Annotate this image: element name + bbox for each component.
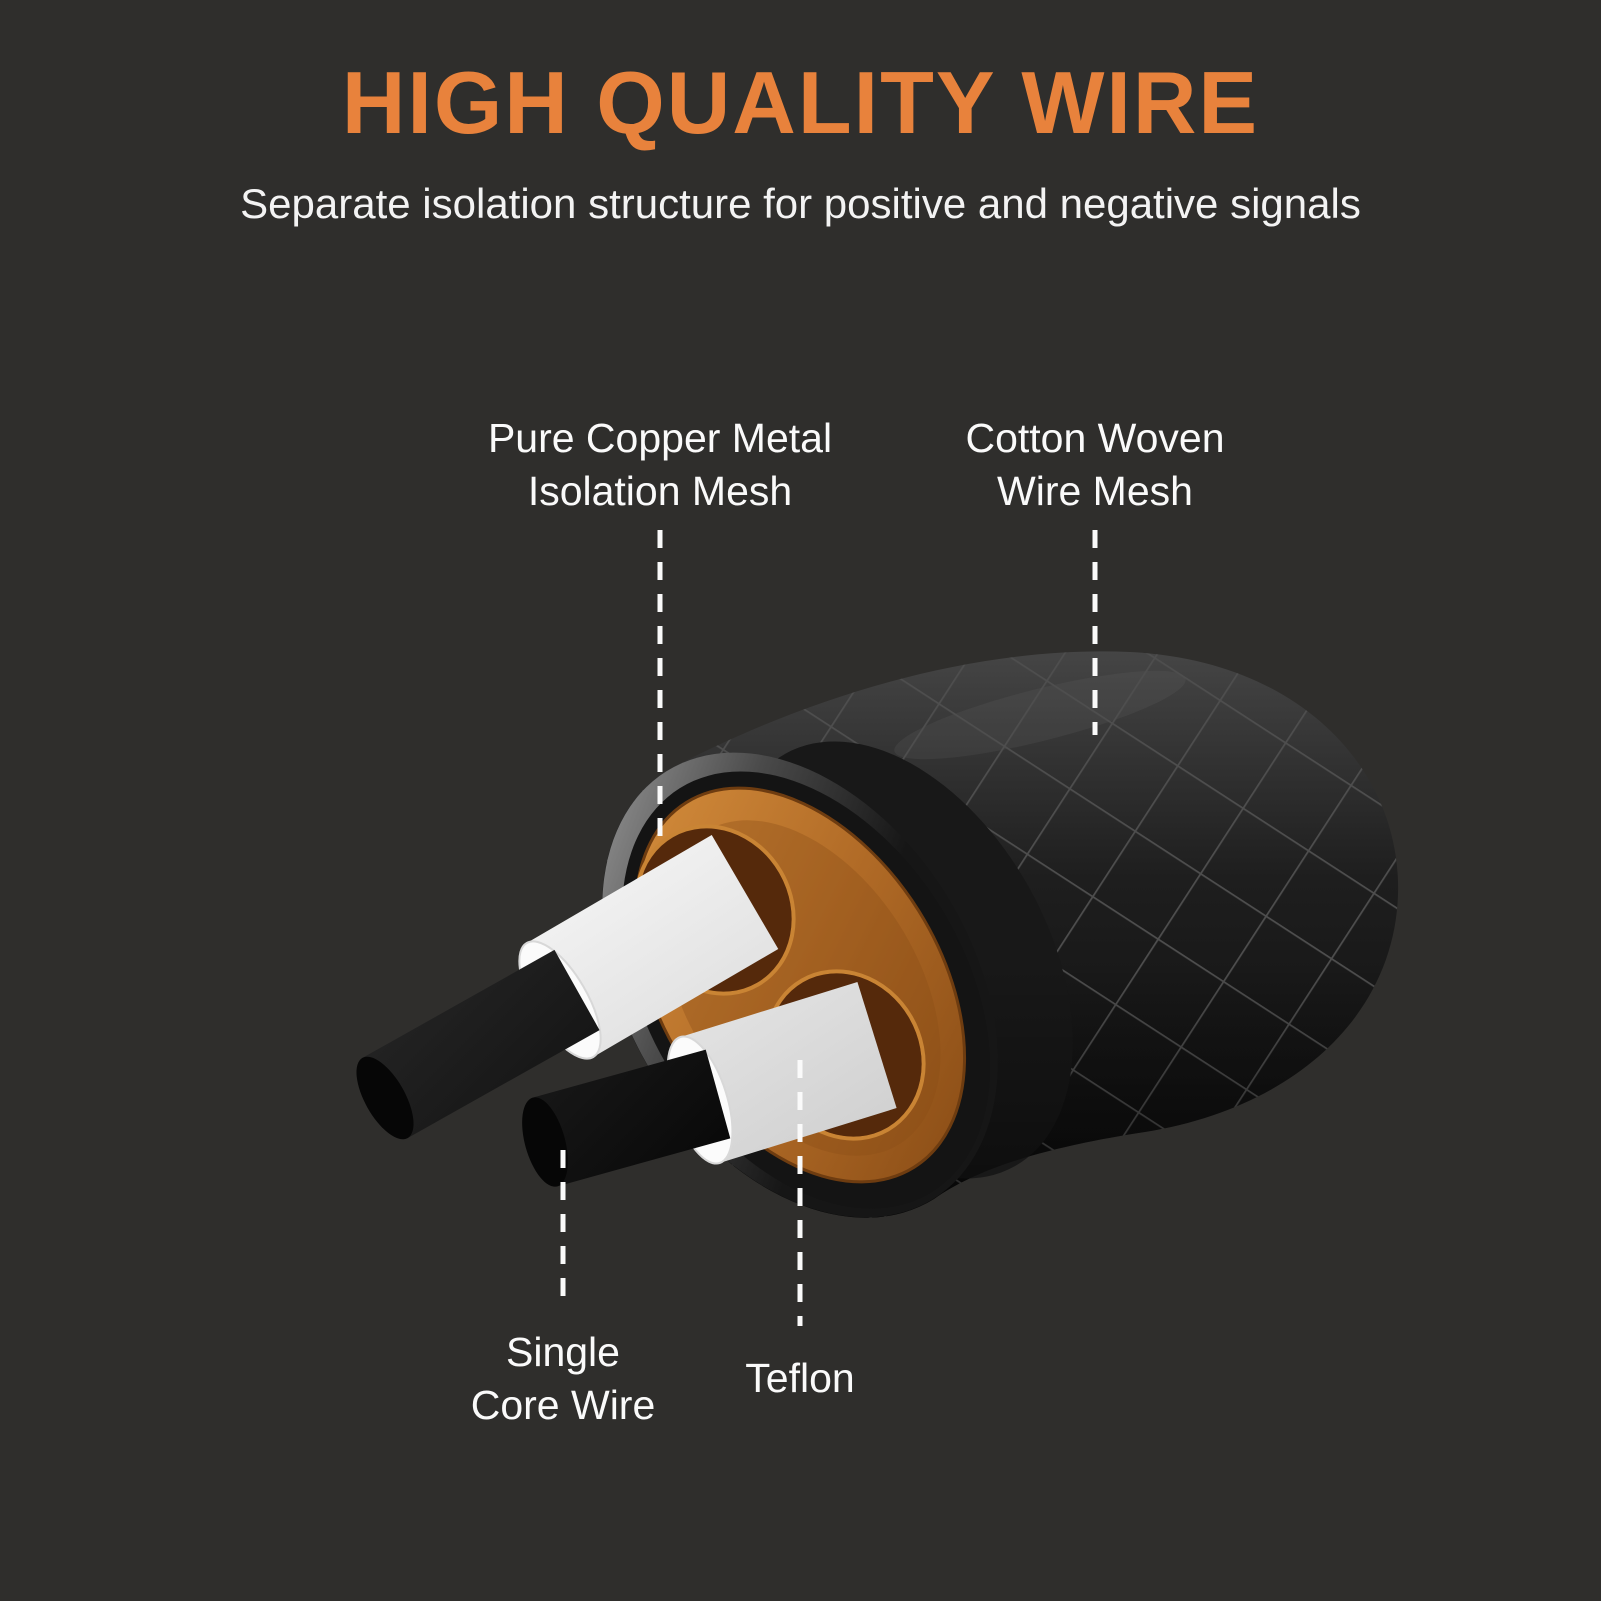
leader-lines [560,530,1098,1326]
teflon-insulation-bottom [680,981,897,1164]
wire-bottom [522,969,926,1187]
label-cotton-line1: Cotton Woven [965,415,1225,461]
label-copper-line2: Isolation Mesh [527,468,793,515]
label-single-line1: Single [506,1329,620,1375]
label-copper-line1: Pure Copper Metal [487,415,833,461]
label-cotton-line2: Wire Mesh [997,468,1193,515]
single-core-wire-top [362,949,600,1139]
wire-top [356,824,796,1140]
page-subtitle: Separate isolation structure for positiv… [240,180,1361,227]
label-single-core-wire: Single Core Wire [471,1326,656,1433]
core-end-cap-bottom [522,1097,568,1187]
single-core-wire-bottom [532,1049,731,1187]
teflon-insulation-top [526,835,779,1057]
label-teflon: Teflon [745,1352,854,1405]
page-title: HIGH QUALITY WIRE [341,53,1260,152]
label-teflon-line1: Teflon [745,1355,855,1401]
label-single-line2: Core Wire [470,1382,656,1429]
label-cotton-woven-mesh: Cotton Woven Wire Mesh [965,412,1224,519]
label-copper-isolation-mesh: Pure Copper Metal Isolation Mesh [488,412,832,519]
core-end-cap-top [356,1056,414,1140]
